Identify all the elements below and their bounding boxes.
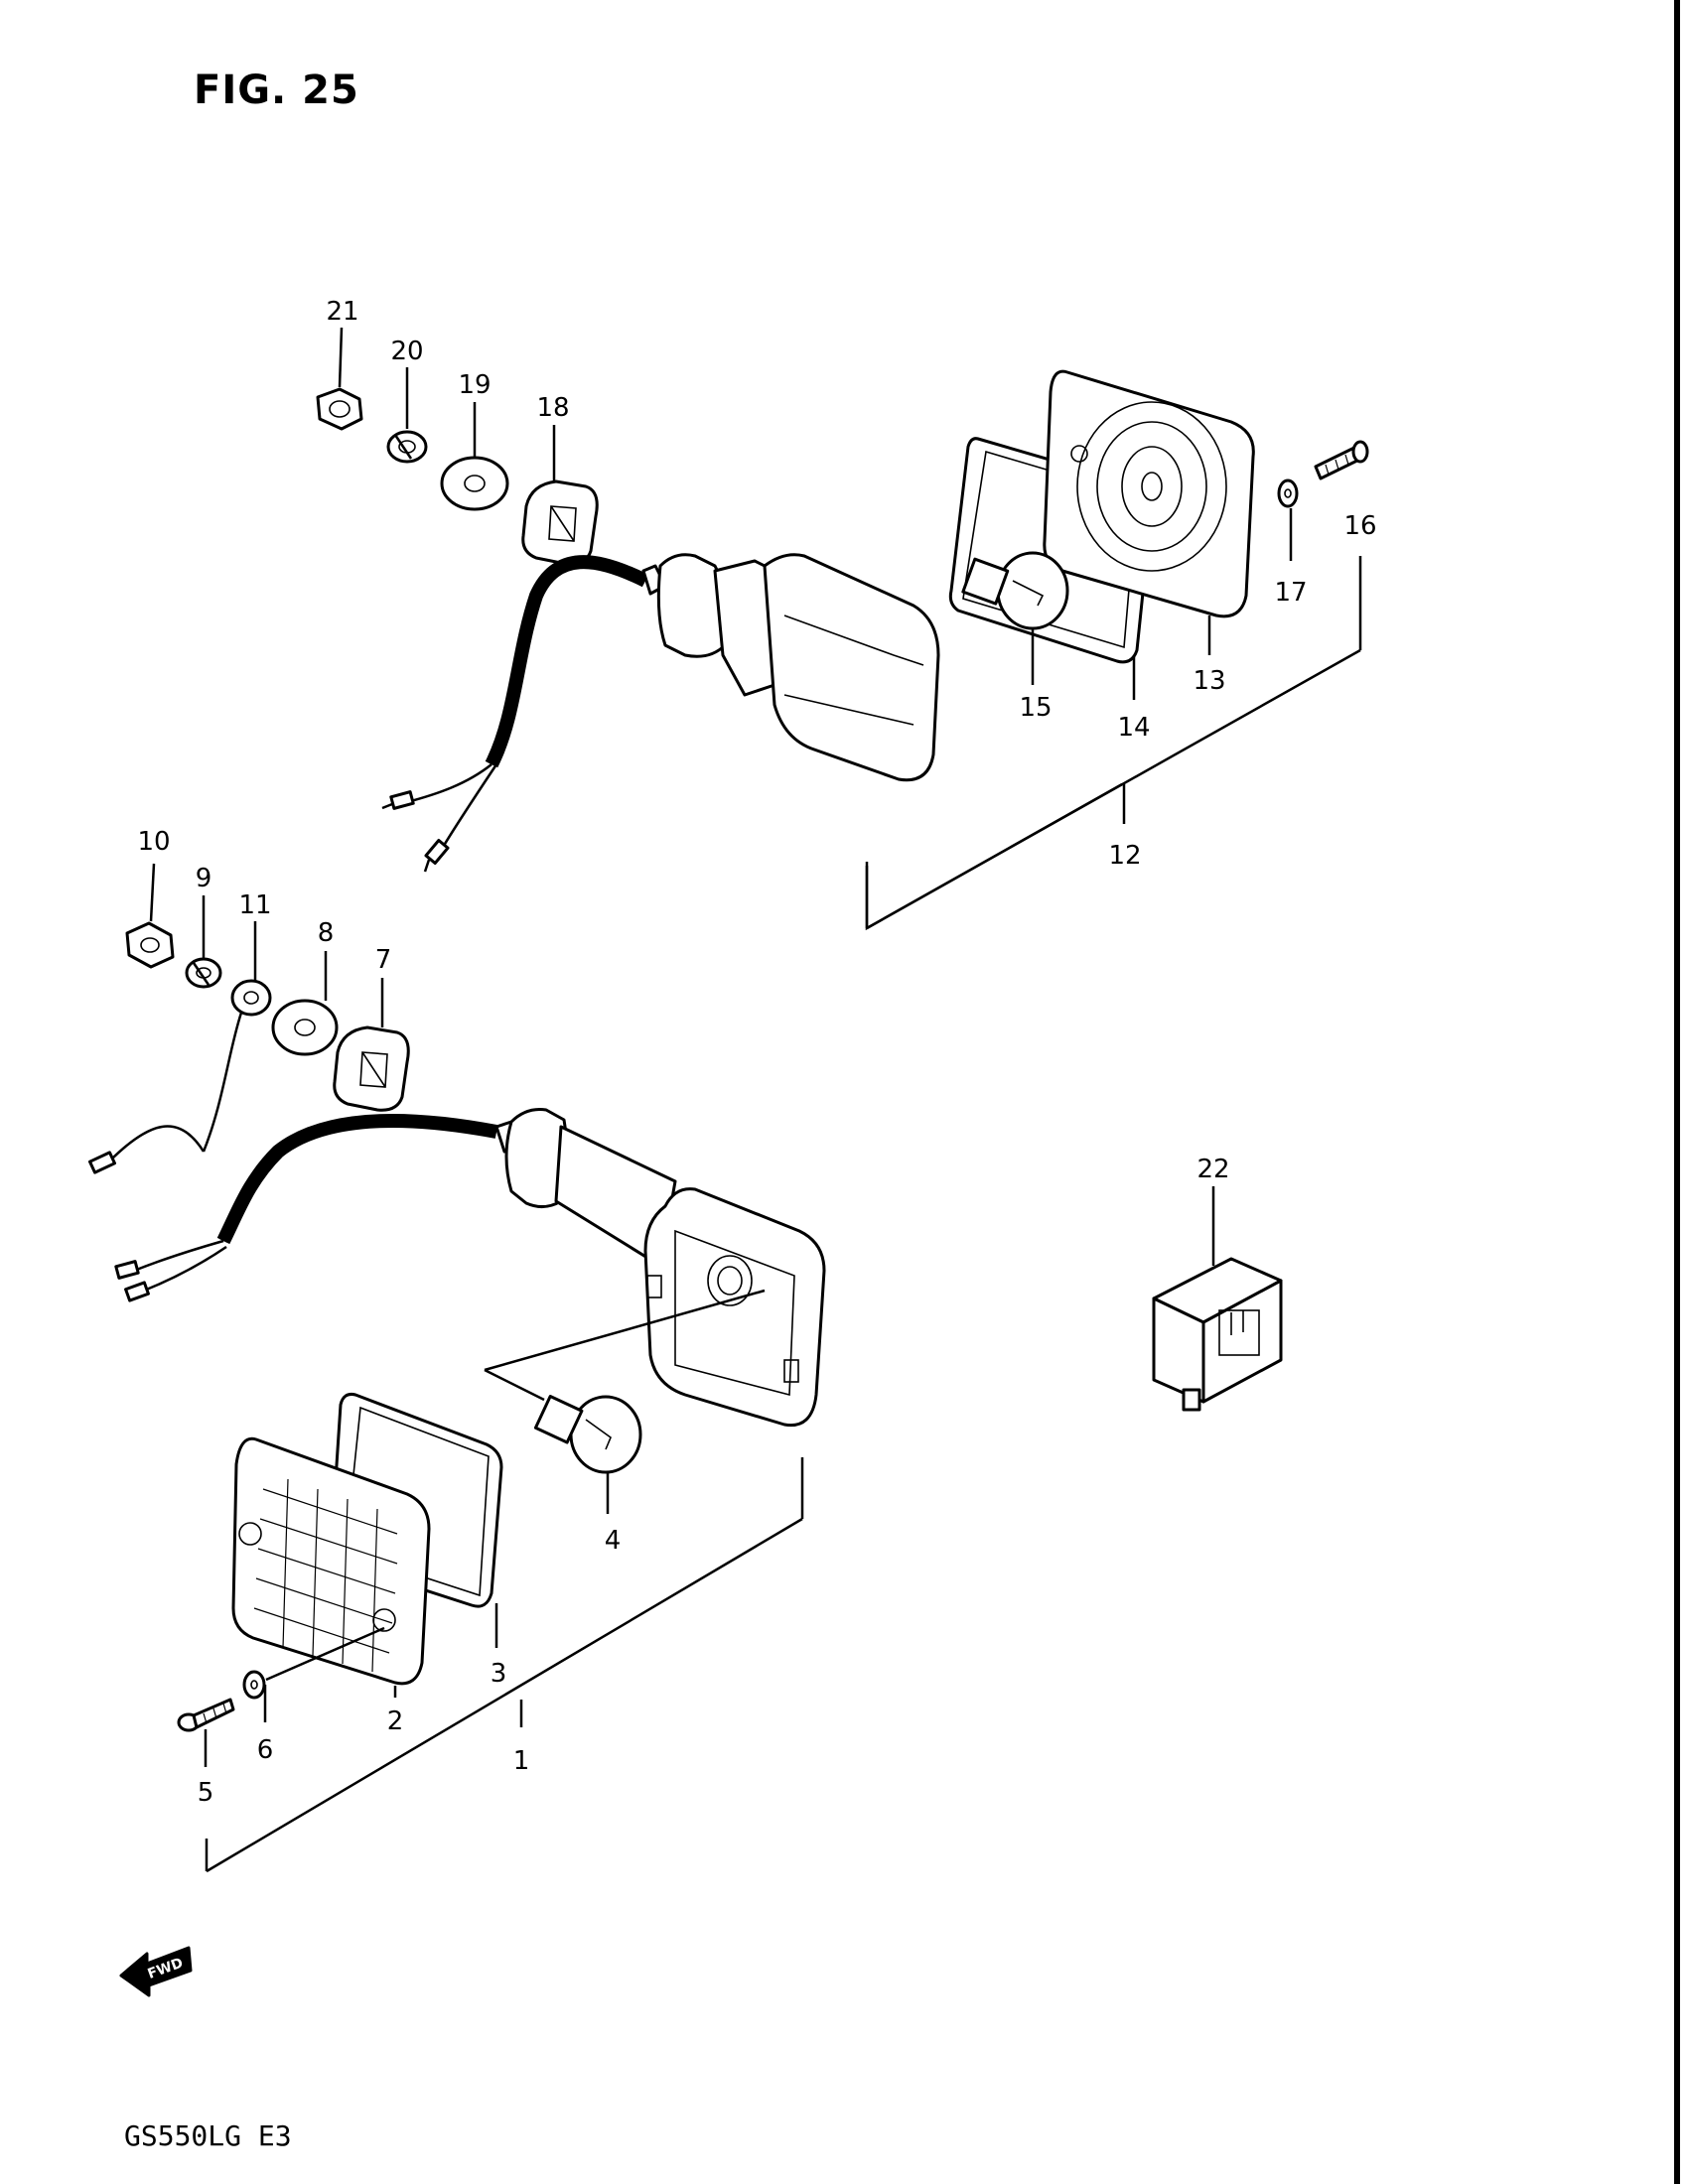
callout-7: 7 (375, 945, 392, 975)
callout-10: 10 (137, 827, 170, 857)
nut-21 (316, 387, 363, 431)
callout-21: 21 (326, 297, 358, 327)
callout-5: 5 (198, 1778, 214, 1808)
callout-18: 18 (536, 393, 569, 423)
lens-2 (231, 1436, 431, 1686)
callout-16: 16 (1343, 511, 1376, 541)
lens-13 (1043, 369, 1255, 618)
callout-19: 19 (458, 370, 491, 400)
washer-19 (440, 456, 509, 511)
screw-16 (1314, 440, 1369, 480)
screw-5 (177, 1698, 235, 1732)
callout-15: 15 (1019, 693, 1052, 723)
leader-lines-top (338, 327, 1362, 931)
callout-22: 22 (1196, 1155, 1229, 1184)
callout-3: 3 (491, 1659, 507, 1689)
page-border (1674, 0, 1680, 2184)
grommet-7 (333, 1025, 410, 1112)
nut-10 (125, 921, 175, 969)
callout-20: 20 (390, 337, 423, 366)
callout-13: 13 (1193, 666, 1225, 696)
bulb-4 (484, 1289, 766, 1474)
callout-1: 1 (513, 1746, 530, 1776)
washer-17 (1277, 478, 1299, 508)
callout-8: 8 (318, 918, 335, 948)
leader-lines-bottom (149, 863, 1215, 1873)
wire-harness-bottom (114, 1113, 498, 1302)
turn-signal-housing-bottom (494, 1108, 826, 1428)
model-code: GS550LG E3 (124, 2119, 292, 2152)
callout-9: 9 (196, 864, 212, 893)
callout-17: 17 (1274, 578, 1307, 608)
turn-signal-relay-22 (1152, 1257, 1283, 1412)
ring-terminal-11 (87, 979, 272, 1174)
callout-6: 6 (257, 1735, 274, 1765)
callout-2: 2 (387, 1706, 404, 1736)
forward-arrow: FWD (119, 1946, 193, 1997)
callout-14: 14 (1117, 713, 1150, 743)
lock-washer-20 (386, 430, 428, 464)
callout-11: 11 (238, 890, 271, 920)
figure-title: FIG. 25 (194, 68, 359, 113)
turn-signal-housing-top (641, 553, 940, 782)
lock-washer-9 (185, 957, 222, 989)
callout-4: 4 (605, 1526, 622, 1556)
callout-labels: 21 20 19 18 16 17 13 15 14 12 10 9 11 8 … (137, 297, 1376, 1808)
grommet-18 (521, 479, 599, 566)
bulb-15 (961, 551, 1069, 630)
washer-6 (242, 1670, 266, 1700)
callout-12: 12 (1108, 841, 1141, 871)
wire-harness-top (381, 555, 649, 873)
washer-8 (271, 999, 339, 1056)
